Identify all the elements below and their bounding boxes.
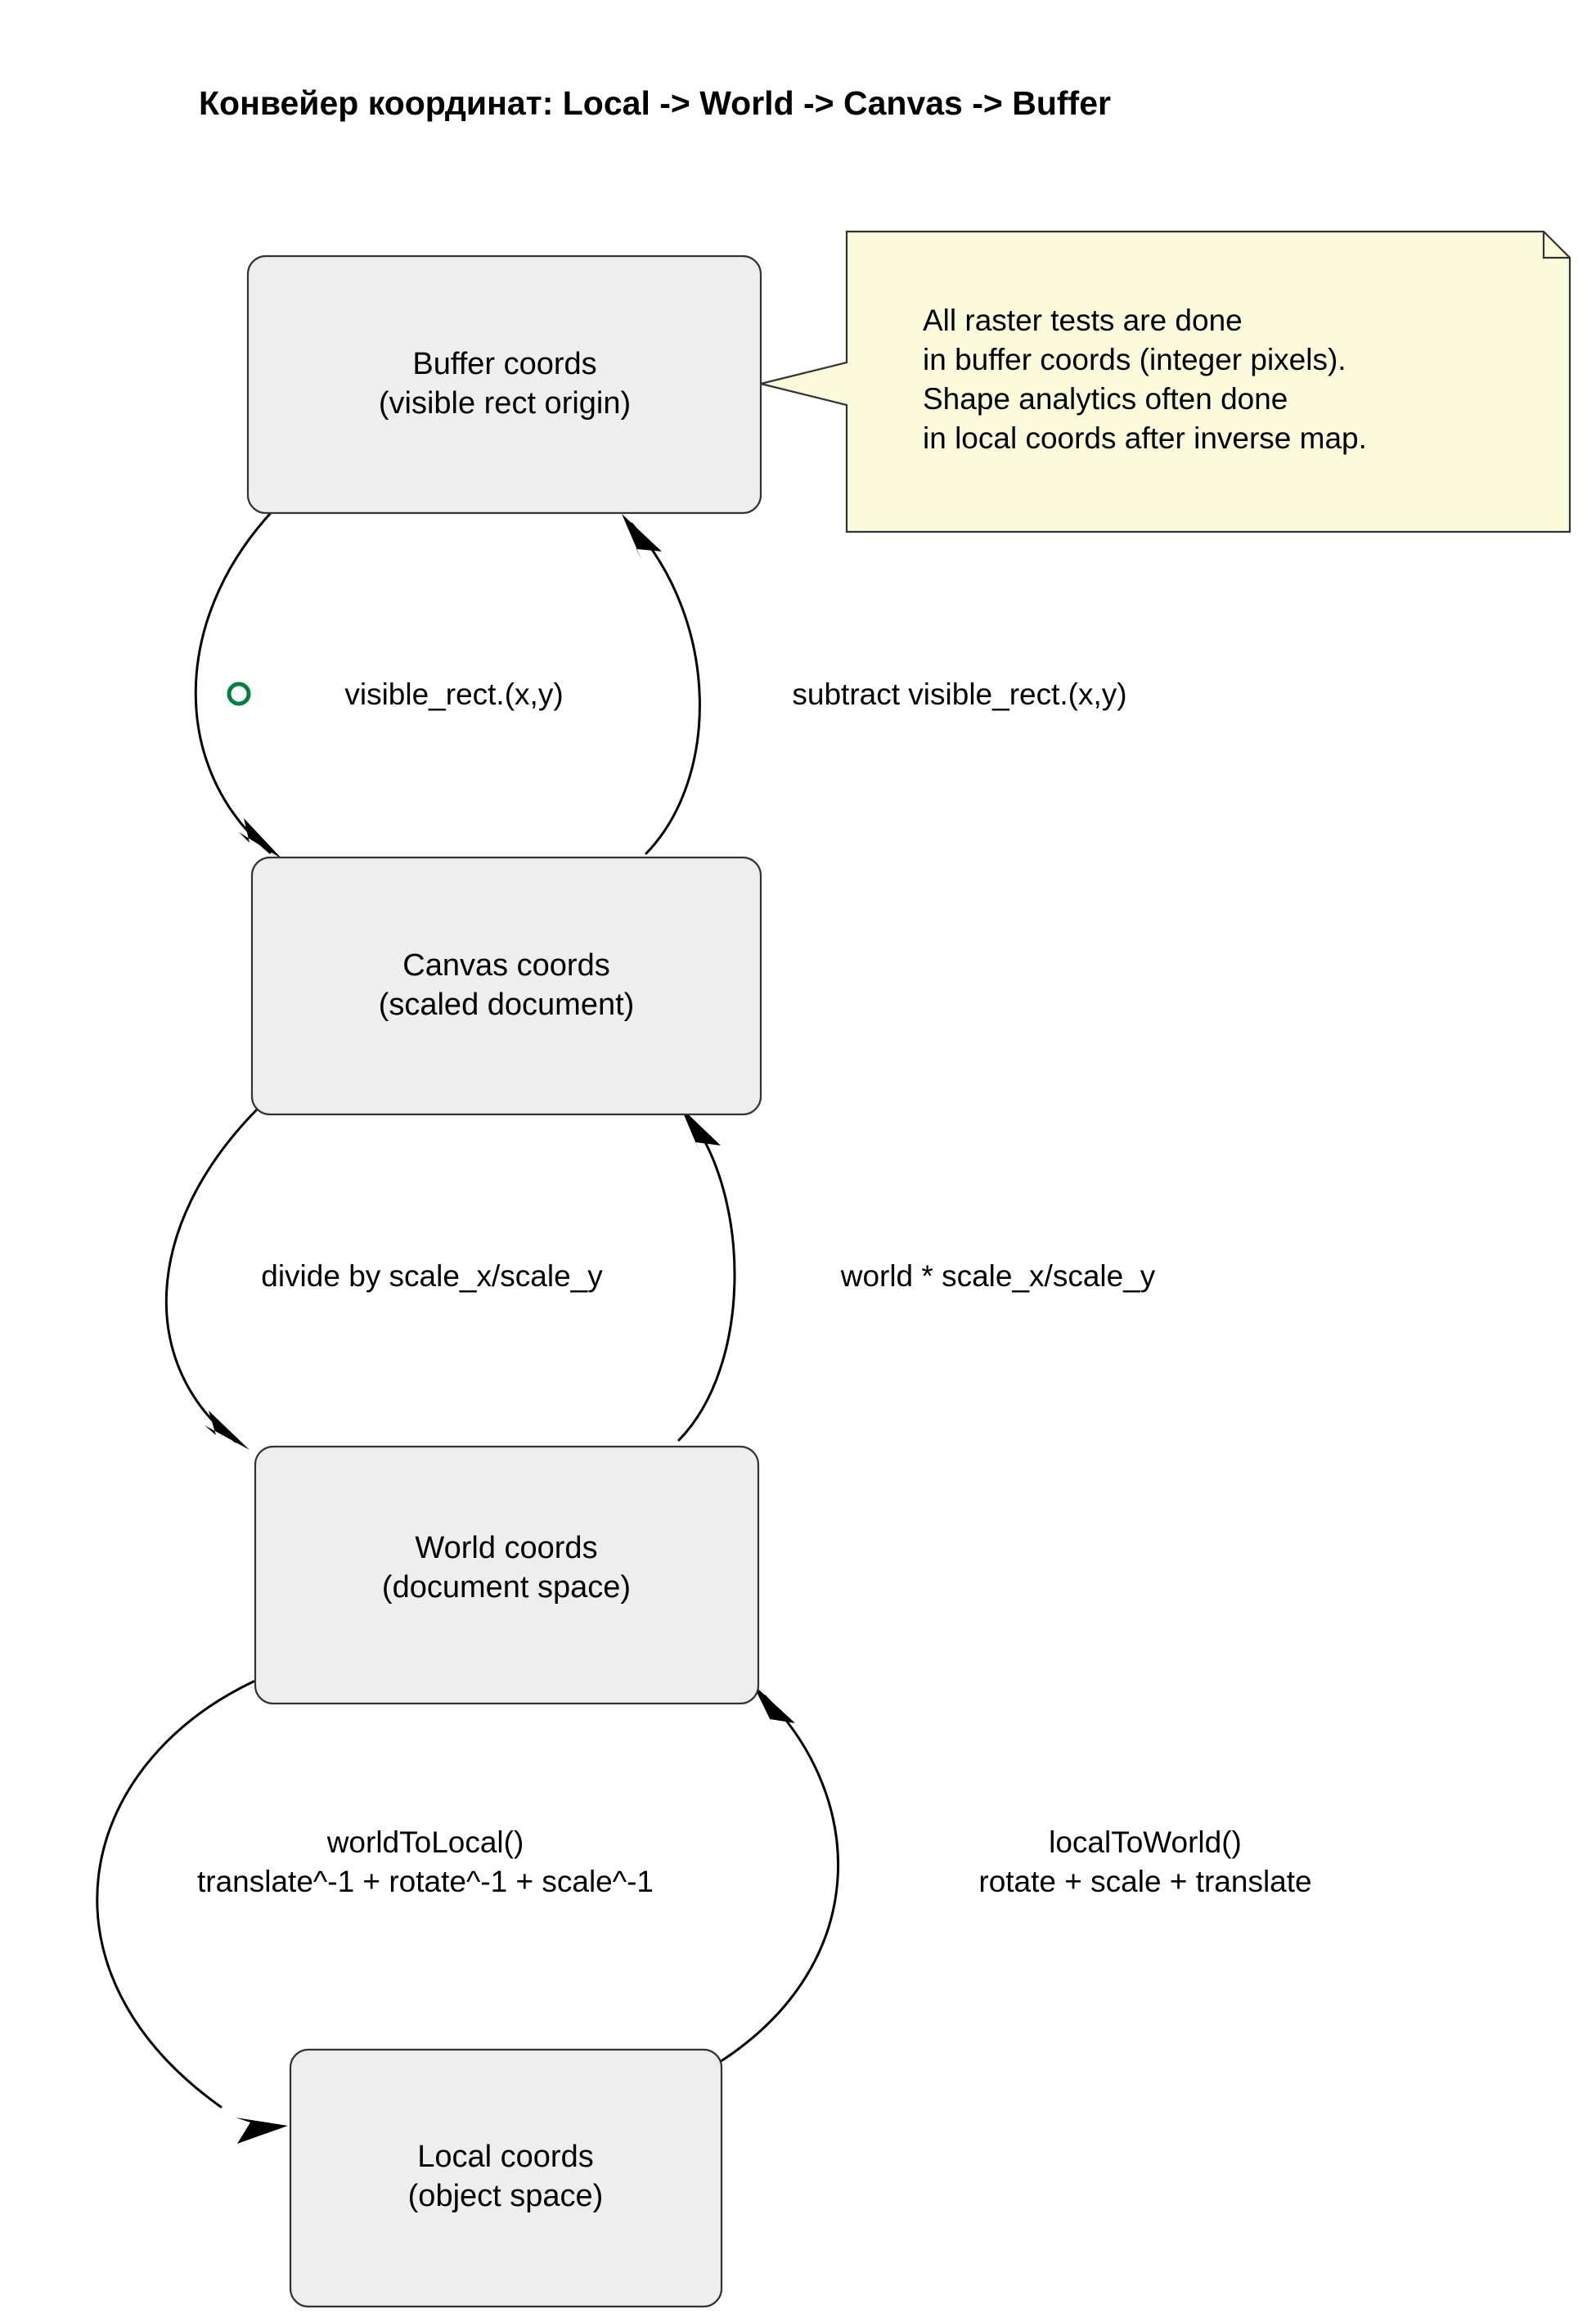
edge-buffer-to-canvas-label: visible_rect.(x,y) bbox=[344, 677, 563, 711]
node-canvas-coords-line-2: (scaled document) bbox=[379, 988, 635, 1022]
note-line-2: in buffer coords (integer pixels). bbox=[923, 343, 1346, 376]
edge-canvas-to-world-label: divide by scale_x/scale_y bbox=[261, 1259, 603, 1293]
node-buffer-coords-line-2: (visible rect origin) bbox=[379, 386, 631, 421]
edge-canvas-to-world-path bbox=[164, 1107, 259, 1443]
node-local-coords-line-1: Local coords bbox=[417, 2140, 593, 2174]
edge-world-to-local-arrowhead bbox=[236, 2118, 288, 2144]
note-line-3: Shape analytics often done bbox=[923, 382, 1288, 416]
note-fold-corner bbox=[1542, 232, 1570, 259]
edge-local-to-world: localToWorld() rotate + scale + translat… bbox=[718, 1684, 1312, 2064]
node-local-coords[interactable]: Local coords (object space) bbox=[289, 2048, 723, 2308]
edge-local-to-world-label-1: localToWorld() bbox=[1049, 1825, 1242, 1859]
node-local-coords-box[interactable] bbox=[289, 2048, 723, 2308]
node-world-coords-line-2: (document space) bbox=[382, 1570, 631, 1605]
edge-world-to-local: worldToLocal() translate^-1 + rotate^-1 … bbox=[96, 1680, 654, 2144]
edge-world-to-canvas-path bbox=[677, 1118, 736, 1442]
edge-world-to-local-label-2: translate^-1 + rotate^-1 + scale^-1 bbox=[197, 1865, 654, 1898]
edge-canvas-to-buffer: subtract visible_rect.(x,y) bbox=[622, 514, 1127, 855]
node-buffer-coords-box[interactable] bbox=[246, 254, 762, 515]
edge-canvas-to-world-arrowhead bbox=[205, 1411, 250, 1450]
note-line-1: All raster tests are done bbox=[923, 304, 1243, 337]
note-line-4: in local coords after inverse map. bbox=[923, 421, 1367, 455]
edge-canvas-to-world: divide by scale_x/scale_y bbox=[164, 1107, 603, 1450]
diagram-title: Конвейер координат: Local -> World -> Ca… bbox=[199, 84, 1111, 122]
edge-world-to-canvas-arrowhead bbox=[681, 1107, 721, 1155]
edge-buffer-to-canvas-path bbox=[194, 512, 272, 854]
node-buffer-coords-line-1: Buffer coords bbox=[412, 347, 596, 381]
node-canvas-coords-box[interactable] bbox=[250, 856, 762, 1116]
node-world-coords-box[interactable] bbox=[254, 1445, 760, 1705]
node-world-coords-line-1: World coords bbox=[415, 1531, 597, 1565]
edge-world-to-canvas-label: world * scale_x/scale_y bbox=[840, 1259, 1156, 1293]
edge-marker-ring-icon bbox=[227, 682, 251, 706]
note-callout: All raster tests are done in buffer coor… bbox=[760, 230, 1571, 533]
edge-world-to-local-path bbox=[96, 1680, 255, 2109]
node-buffer-coords[interactable]: Buffer coords (visible rect origin) bbox=[246, 254, 762, 515]
node-canvas-coords-line-1: Canvas coords bbox=[402, 948, 609, 983]
edge-local-to-world-arrowhead bbox=[753, 1684, 795, 1732]
edge-canvas-to-buffer-arrowhead bbox=[622, 514, 662, 561]
edge-world-to-local-label-1: worldToLocal() bbox=[326, 1825, 524, 1859]
edge-canvas-to-buffer-label: subtract visible_rect.(x,y) bbox=[792, 677, 1126, 711]
edge-world-to-canvas: world * scale_x/scale_y bbox=[677, 1107, 1156, 1442]
edge-canvas-to-buffer-path bbox=[630, 522, 701, 855]
node-local-coords-line-2: (object space) bbox=[408, 2179, 604, 2213]
edge-local-to-world-label-2: rotate + scale + translate bbox=[978, 1865, 1311, 1898]
node-canvas-coords[interactable]: Canvas coords (scaled document) bbox=[250, 856, 762, 1116]
note-shape bbox=[760, 230, 1571, 533]
edge-local-to-world-path bbox=[718, 1695, 839, 2064]
edge-buffer-to-canvas-arrowhead bbox=[239, 818, 282, 859]
node-world-coords[interactable]: World coords (document space) bbox=[254, 1445, 760, 1705]
edge-buffer-to-canvas: visible_rect.(x,y) bbox=[194, 512, 564, 859]
